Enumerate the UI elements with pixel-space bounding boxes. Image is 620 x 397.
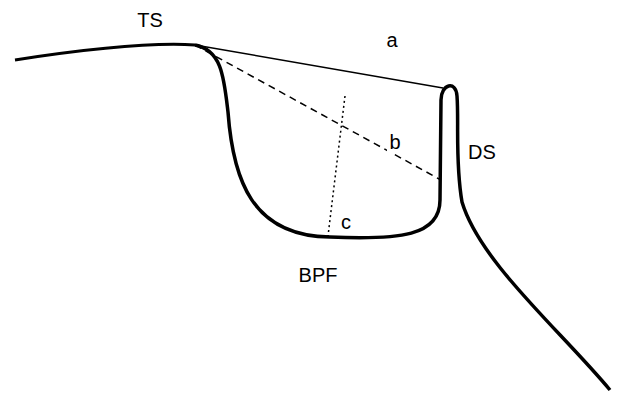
site-label: TS xyxy=(135,9,165,31)
dimension-label: a xyxy=(384,29,399,51)
dimension-label: b xyxy=(387,131,402,153)
pit-outline xyxy=(195,45,610,390)
site-label: DS xyxy=(466,141,498,163)
dimension-label: c xyxy=(339,211,353,233)
site-label: BPF xyxy=(297,264,340,286)
line-b xyxy=(195,45,441,180)
ground-line xyxy=(15,44,195,60)
line-a xyxy=(195,45,443,88)
